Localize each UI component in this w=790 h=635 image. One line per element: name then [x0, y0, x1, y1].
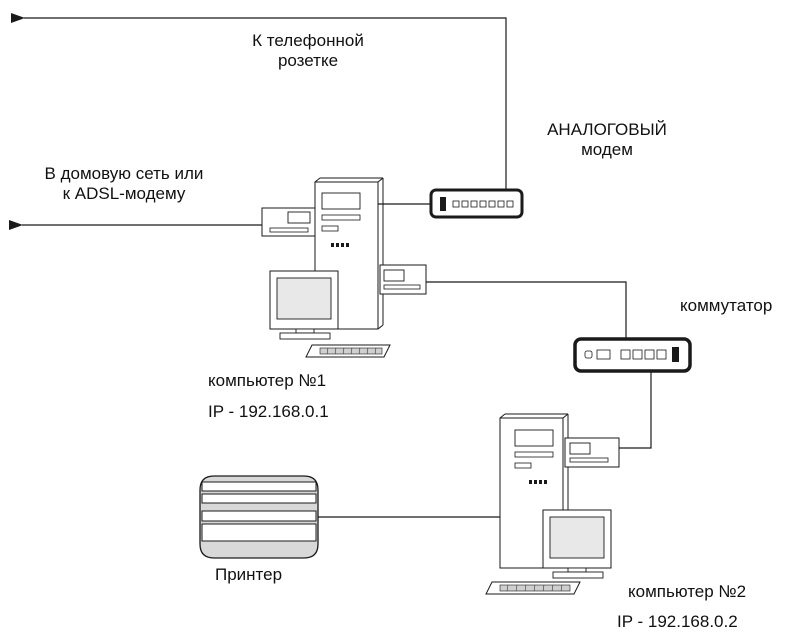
phone-socket-label: К телефонной розетке [213, 31, 403, 71]
phone-socket-label-line1: К телефонной [252, 31, 364, 50]
monitor-icon [542, 509, 612, 579]
printer-icon [199, 475, 319, 559]
analog-modem-label-line2: модем [581, 140, 633, 159]
switch-label: коммутатор [680, 296, 773, 315]
computer-icon [314, 177, 384, 330]
phone-socket-label-line2: розетке [277, 51, 339, 70]
computer1-switch-link [426, 281, 627, 352]
computer2-switch-link [619, 358, 652, 449]
connections [8, 13, 652, 518]
computer2-name-label: компьютер №2 [628, 582, 747, 601]
keyboard-icon [485, 581, 581, 595]
computer1-ip-label: IP - 192.168.0.1 [208, 402, 329, 421]
network-card-icon [379, 264, 427, 295]
analog-modem-label: АНАЛОГОВЫЙ модем [522, 120, 692, 160]
home-network-label: В домовую сеть или к ADSL-модему [24, 164, 224, 204]
home-network-label-line1: В домовую сеть или [44, 164, 204, 183]
keyboard-icon [305, 344, 391, 358]
phone-line [10, 13, 507, 192]
computer2 [485, 413, 620, 595]
analog-modem-label-line1: АНАЛОГОВЫЙ [547, 120, 667, 139]
analog-modem-icon [429, 188, 524, 219]
monitor-icon [269, 270, 339, 340]
printer-label: Принтер [215, 565, 283, 584]
computer1-name-label: компьютер №1 [208, 371, 327, 390]
computer1 [261, 177, 427, 358]
network-card-icon [261, 207, 317, 237]
network-card-icon [564, 437, 620, 468]
computer2-ip-label: IP - 192.168.0.2 [617, 612, 738, 631]
home-network-label-line2: к ADSL-модему [62, 184, 186, 203]
switch-icon [573, 337, 692, 373]
